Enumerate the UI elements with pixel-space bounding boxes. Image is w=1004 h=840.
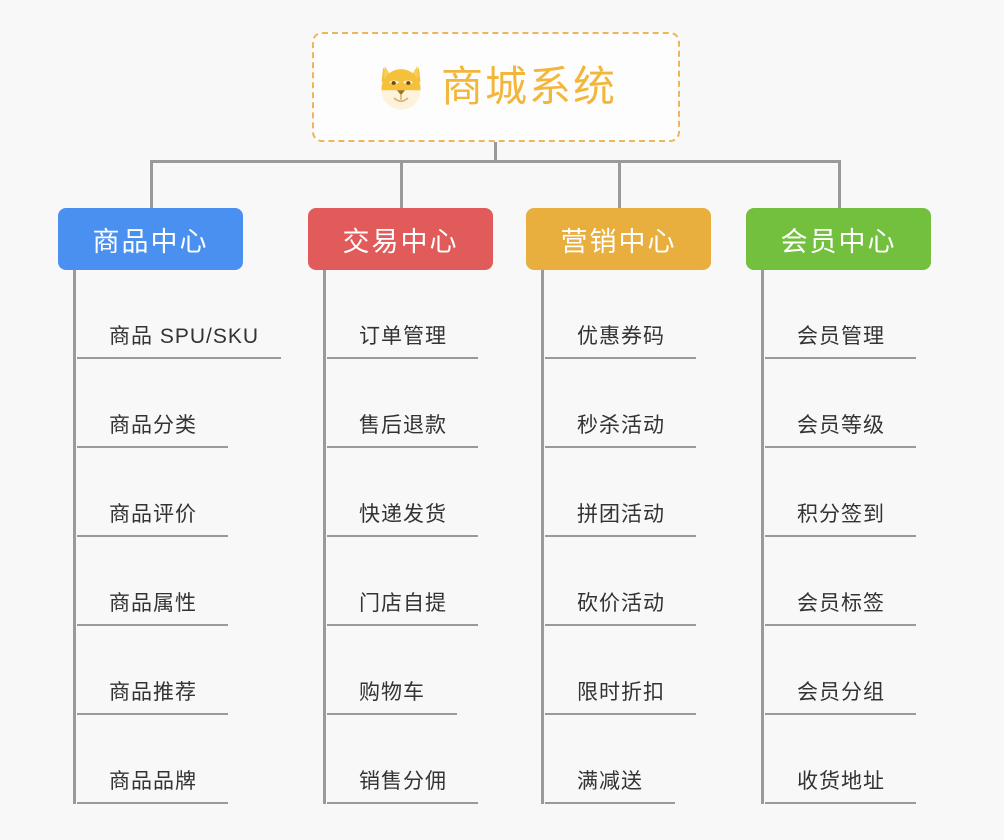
leaf-item[interactable]: 会员分组 <box>765 626 931 715</box>
leaf-item-underline <box>765 446 916 448</box>
leaf-item[interactable]: 商品品牌 <box>77 715 243 804</box>
leaf-item-underline <box>545 624 696 626</box>
root-title: 商城系统 <box>440 63 617 110</box>
leaf-item-underline <box>327 713 457 715</box>
leaf-item-label: 商品属性 <box>109 592 197 615</box>
leaf-item-underline <box>545 713 696 715</box>
leaf-item-label: 拼团活动 <box>577 503 665 526</box>
leaf-item-label: 会员分组 <box>797 681 885 704</box>
leaf-item[interactable]: 商品分类 <box>77 359 243 448</box>
leaf-item[interactable]: 限时折扣 <box>545 626 711 715</box>
category-box[interactable]: 交易中心 <box>308 208 493 270</box>
leaf-item-label: 门店自提 <box>359 592 447 615</box>
leaf-item-underline <box>765 624 916 626</box>
leaf-item-underline <box>545 802 675 804</box>
leaf-item-underline <box>77 713 228 715</box>
leaf-item[interactable]: 拼团活动 <box>545 448 711 537</box>
leaf-item[interactable]: 砍价活动 <box>545 537 711 626</box>
leaf-item-label: 商品分类 <box>109 414 197 437</box>
leaf-item[interactable]: 会员标签 <box>765 537 931 626</box>
leaf-item-label: 秒杀活动 <box>577 414 665 437</box>
leaf-item-underline <box>327 446 478 448</box>
leaf-list: 订单管理售后退款快递发货门店自提购物车销售分佣 <box>323 270 493 804</box>
leaf-item[interactable]: 商品推荐 <box>77 626 243 715</box>
leaf-item-underline <box>327 357 478 359</box>
connector-root-stem <box>494 142 497 163</box>
leaf-item-label: 商品品牌 <box>109 770 197 793</box>
leaf-item[interactable]: 收货地址 <box>765 715 931 804</box>
leaf-item-underline <box>545 446 696 448</box>
leaf-item[interactable]: 商品评价 <box>77 448 243 537</box>
connector-drop-2 <box>400 160 403 208</box>
connector-drop-1 <box>150 160 153 208</box>
leaf-item-label: 积分签到 <box>797 503 885 526</box>
leaf-item[interactable]: 秒杀活动 <box>545 359 711 448</box>
leaf-item-underline <box>77 357 281 359</box>
category-box[interactable]: 商品中心 <box>58 208 243 270</box>
leaf-item-underline <box>77 802 228 804</box>
leaf-item-label: 优惠券码 <box>577 325 665 348</box>
leaf-item-label: 销售分佣 <box>359 770 447 793</box>
leaf-item-label: 砍价活动 <box>577 592 665 615</box>
branch-column: 商品中心商品 SPU/SKU 商品分类商品评价商品属性商品推荐商品品牌 <box>58 208 281 804</box>
leaf-item[interactable]: 购物车 <box>327 626 493 715</box>
leaf-item[interactable]: 积分签到 <box>765 448 931 537</box>
shiba-dog-icon <box>381 65 421 110</box>
leaf-item-label: 会员等级 <box>797 414 885 437</box>
leaf-item-underline <box>545 535 696 537</box>
leaf-item-label: 商品评价 <box>109 503 197 526</box>
leaf-list: 优惠券码秒杀活动拼团活动砍价活动限时折扣满减送 <box>541 270 711 804</box>
leaf-list: 商品 SPU/SKU 商品分类商品评价商品属性商品推荐商品品牌 <box>73 270 281 804</box>
leaf-item-label: 商品 SPU/SKU <box>109 325 260 348</box>
leaf-item-underline <box>327 624 478 626</box>
connector-drop-3 <box>618 160 621 208</box>
leaf-item-label: 售后退款 <box>359 414 447 437</box>
leaf-item-label: 会员标签 <box>797 592 885 615</box>
leaf-item-underline <box>327 535 478 537</box>
leaf-item[interactable]: 满减送 <box>545 715 711 804</box>
leaf-item[interactable]: 会员管理 <box>765 270 931 359</box>
branch-column: 交易中心订单管理售后退款快递发货门店自提购物车销售分佣 <box>308 208 493 804</box>
leaf-item-label: 收货地址 <box>797 770 885 793</box>
leaf-item-label: 购物车 <box>359 681 425 704</box>
leaf-item[interactable]: 订单管理 <box>327 270 493 359</box>
leaf-item-label: 订单管理 <box>359 325 447 348</box>
leaf-item-underline <box>765 535 916 537</box>
leaf-item-underline <box>765 357 916 359</box>
leaf-item[interactable]: 商品属性 <box>77 537 243 626</box>
connector-horizontal-bus <box>150 160 840 163</box>
category-box[interactable]: 营销中心 <box>526 208 711 270</box>
connector-drop-4 <box>838 160 841 208</box>
leaf-item-label: 满减送 <box>577 770 643 793</box>
branch-column: 营销中心优惠券码秒杀活动拼团活动砍价活动限时折扣满减送 <box>526 208 711 804</box>
leaf-item-underline <box>77 446 228 448</box>
leaf-item-underline <box>765 713 916 715</box>
leaf-item-underline <box>545 357 696 359</box>
branch-column: 会员中心会员管理会员等级积分签到会员标签会员分组收货地址 <box>746 208 931 804</box>
leaf-item[interactable]: 优惠券码 <box>545 270 711 359</box>
leaf-item[interactable]: 商品 SPU/SKU <box>77 270 281 359</box>
leaf-item-label: 会员管理 <box>797 325 885 348</box>
leaf-item-underline <box>77 535 228 537</box>
leaf-item-label: 限时折扣 <box>577 681 665 704</box>
category-box[interactable]: 会员中心 <box>746 208 931 270</box>
leaf-item[interactable]: 会员等级 <box>765 359 931 448</box>
leaf-item[interactable]: 售后退款 <box>327 359 493 448</box>
leaf-list: 会员管理会员等级积分签到会员标签会员分组收货地址 <box>761 270 931 804</box>
leaf-item[interactable]: 门店自提 <box>327 537 493 626</box>
leaf-item-label: 快递发货 <box>359 503 447 526</box>
leaf-item-label: 商品推荐 <box>109 681 197 704</box>
leaf-item[interactable]: 快递发货 <box>327 448 493 537</box>
root-node[interactable]: 商城系统 <box>312 32 680 142</box>
leaf-item-underline <box>77 624 228 626</box>
leaf-item-underline <box>327 802 478 804</box>
leaf-item[interactable]: 销售分佣 <box>327 715 493 804</box>
leaf-item-underline <box>765 802 916 804</box>
